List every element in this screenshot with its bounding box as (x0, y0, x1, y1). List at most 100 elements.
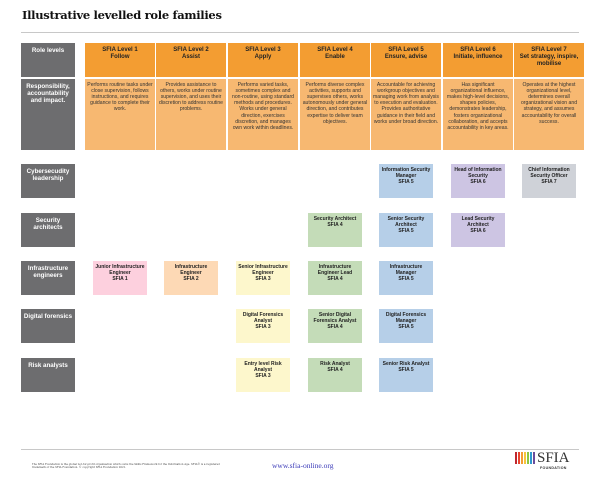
family-label: Cybersecudity leadership (21, 164, 75, 198)
level-description-text: Performs varied tasks, sometimes complex… (231, 82, 294, 131)
level-description-text: Performs routine tasks under close super… (87, 82, 153, 113)
role-level: SFIA 5 (398, 228, 414, 234)
role-level: SFIA 4 (327, 276, 343, 282)
level-subtitle: Set strategy, inspire, mobilise (519, 53, 579, 67)
role-level: SFIA 1 (112, 276, 128, 282)
level-description: Performs routine tasks under close super… (85, 79, 155, 150)
family-label: Infrastructure engineers (21, 261, 75, 295)
role-level: SFIA 6 (470, 179, 486, 185)
level-description: Has significant organizational influence… (443, 79, 513, 150)
role-level: SFIA 5 (398, 367, 414, 373)
level-description: Operates at the highest organizational l… (514, 79, 584, 150)
logo-bar (524, 452, 526, 464)
level-subtitle: Enable (325, 53, 345, 60)
role-title: Security Architect (313, 216, 357, 222)
role-level: SFIA 7 (541, 179, 557, 185)
level-name: SFIA Level 4 (317, 47, 353, 53)
role-title: Senior Security Architect (387, 216, 425, 228)
role-title: Risk Analyst (320, 361, 350, 367)
level-description: Performs varied tasks, sometimes complex… (228, 79, 298, 150)
role-title: Digital Forensics Analyst (242, 312, 284, 324)
role-title: Infrastructure Engineer Lead (317, 264, 353, 276)
role-title: Digital Forensics Manager (385, 312, 427, 324)
level-subtitle: Apply (254, 53, 272, 60)
row-label-role-levels: Role levels (21, 43, 75, 77)
role-title: Information Security Manager (381, 167, 431, 179)
role-level: SFIA 3 (255, 373, 271, 379)
role-title: Senior Infrastructure Engineer (238, 264, 288, 276)
website-link[interactable]: www.sfia-online.org (272, 461, 334, 470)
level-name: SFIA Level 6 (460, 47, 496, 53)
role-level: SFIA 4 (327, 324, 343, 330)
row-label-responsibility: Responsibility, accountability and impac… (21, 79, 75, 150)
level-name: SFIA Level 7 (531, 47, 567, 53)
level-name: SFIA Level 1 (102, 47, 138, 53)
level-description-text: Accountable for achieving workgroup obje… (373, 82, 439, 125)
level-subtitle: Follow (110, 53, 130, 60)
sfia-logo: SFIA (515, 450, 570, 466)
role-level: SFIA 5 (398, 179, 414, 185)
role-title: Infrastructure Engineer (174, 264, 208, 276)
role-level: SFIA 4 (327, 367, 343, 373)
role-level: SFIA 3 (255, 276, 271, 282)
level-description: Performs diverse complex activities, sup… (300, 79, 370, 150)
logo-bar (527, 452, 529, 464)
level-name: SFIA Level 5 (388, 47, 424, 53)
family-name: Infrastructure engineers (27, 265, 69, 280)
level-description-text: Has significant organizational influence… (446, 82, 510, 131)
role-title: Infrastructure Manager (389, 264, 423, 276)
family-name: Digital forensics (23, 313, 73, 320)
page-title: Illustrative levelled role families (22, 8, 222, 22)
family-name: Risk analysts (28, 362, 68, 369)
family-label: Security architects (21, 213, 75, 247)
level-description: Provides assistance to others, works und… (156, 79, 226, 150)
logo-bar (518, 452, 520, 464)
role-title: Junior Infrastructure Engineer (95, 264, 145, 276)
role-title: Lead Security Architect (461, 216, 495, 228)
level-description-text: Performs diverse complex activities, sup… (302, 82, 368, 125)
level-description-text: Provides assistance to others, works und… (159, 82, 223, 113)
logo-bar (530, 452, 532, 464)
role-level: SFIA 2 (183, 276, 199, 282)
role-level: SFIA 5 (398, 276, 414, 282)
footer-divider (21, 449, 579, 450)
role-level: SFIA 3 (255, 324, 271, 330)
family-name: Security architects (33, 217, 63, 232)
family-label: Risk analysts (21, 358, 75, 392)
role-level: SFIA 6 (470, 228, 486, 234)
role-level: SFIA 5 (398, 324, 414, 330)
logo-bar (533, 452, 535, 464)
level-name: SFIA Level 2 (173, 47, 209, 53)
level-subtitle: Initiate, influence (453, 53, 503, 60)
divider (21, 32, 579, 33)
role-title: Head of Information Security (454, 167, 502, 179)
role-level: SFIA 4 (327, 222, 343, 228)
role-title: Senior Digital Forensics Analyst (313, 312, 357, 324)
logo-text: SFIA (537, 450, 570, 466)
level-subtitle: Assist (181, 53, 200, 60)
role-title: Entry level Risk Analyst (244, 361, 282, 373)
role-title: Chief Information Security Officer (528, 167, 570, 179)
